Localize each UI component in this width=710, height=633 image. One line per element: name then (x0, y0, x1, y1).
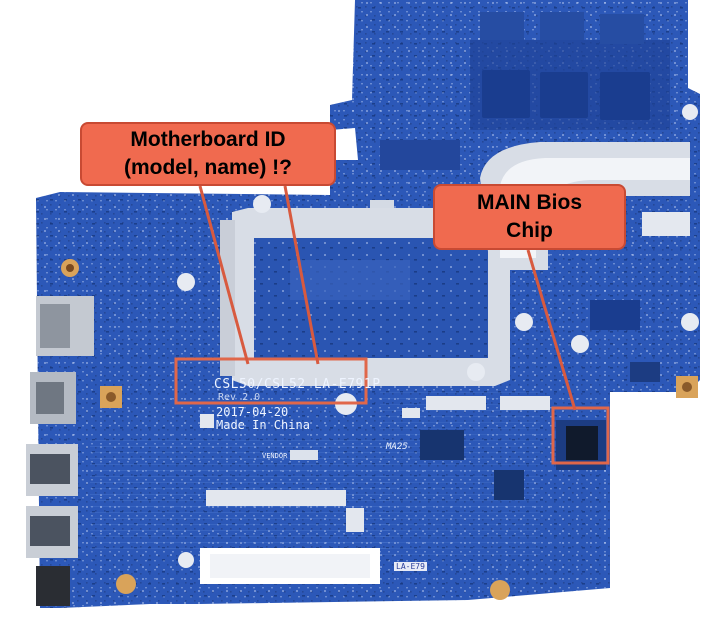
motherboard-id-callout-line2: (model, name) !? (123, 156, 292, 179)
motherboard-id-highlight-box (174, 357, 368, 405)
silkscreen-marking-label: MA25 (386, 442, 408, 452)
memory-chips-area (370, 12, 670, 214)
left-ports (26, 259, 94, 606)
silkscreen-vendor-label: VENDOR (262, 452, 288, 460)
heatsink-frame (177, 195, 533, 415)
screw-pads (100, 104, 699, 600)
bios-chip-pointer (526, 249, 577, 411)
bios-chip-callout-line1: MAIN Bios (477, 191, 582, 214)
bios-chip-callout: MAIN Bios Chip (433, 184, 626, 250)
silkscreen-date-label: 2017-04-20 (216, 405, 289, 419)
silkscreen-model-label: CSL50/CSL52 LA-E791P (214, 377, 381, 392)
silkscreen-origin-label: Made In China (216, 418, 310, 432)
silkscreen-revision-label: Rev 2.0 (218, 392, 261, 403)
silkscreen-la-short-label: LA-E79 (394, 562, 427, 571)
motherboard-id-callout-line1: Motherboard ID (130, 128, 286, 151)
bios-chip-callout-line2: Chip (506, 219, 553, 242)
motherboard-id-pointer-right (283, 185, 320, 365)
bios-chip-highlight-box (551, 406, 610, 465)
motherboard-id-pointer-left (198, 185, 250, 365)
lower-components (200, 300, 660, 584)
motherboard-id-callout: Motherboard ID (model, name) !? (80, 122, 336, 186)
